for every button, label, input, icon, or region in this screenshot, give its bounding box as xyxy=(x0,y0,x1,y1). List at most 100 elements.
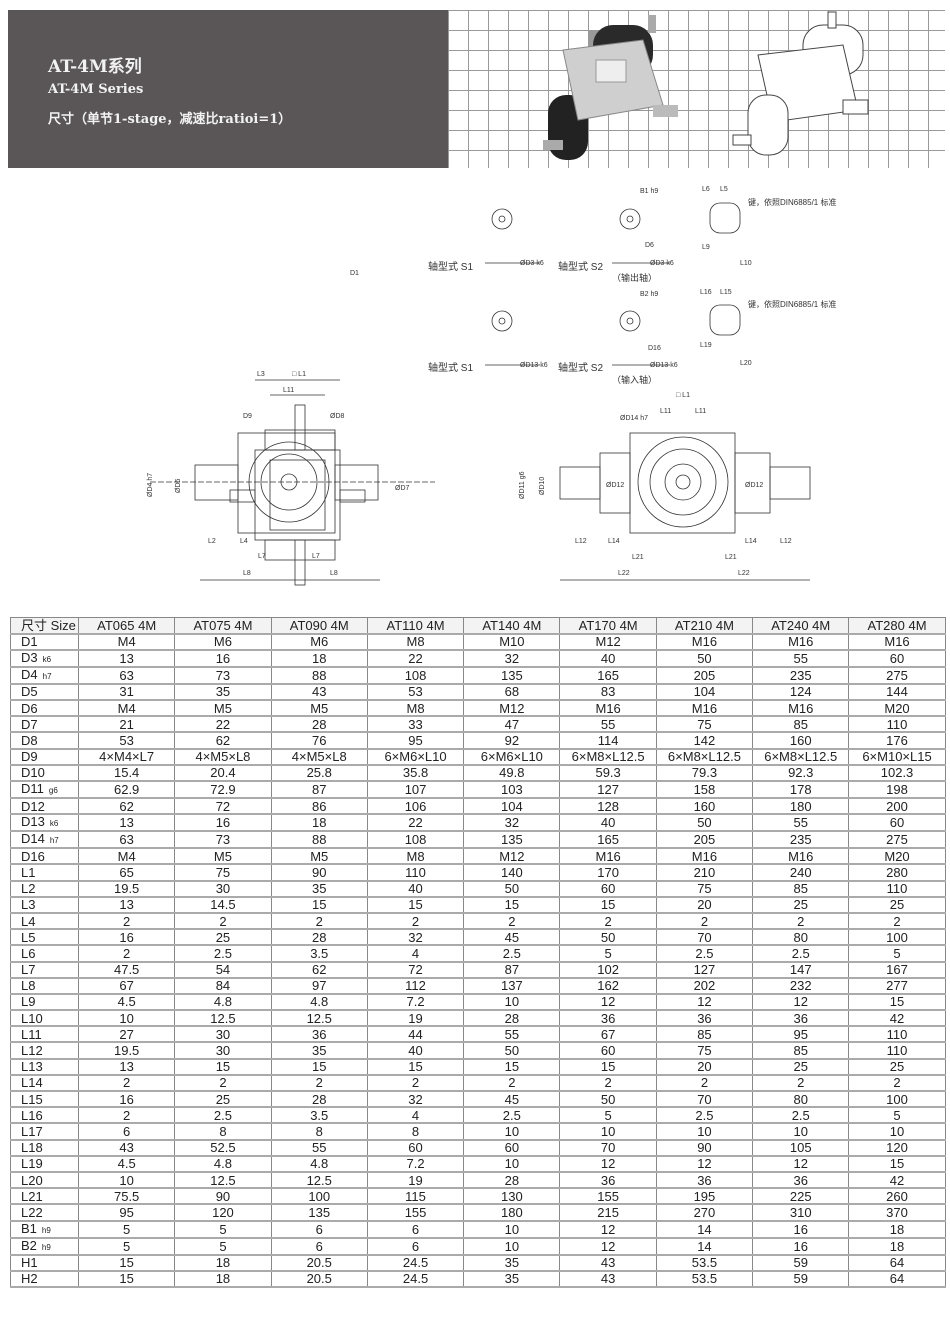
table-cell: 2.5 xyxy=(655,944,754,963)
table-cell: 95 xyxy=(366,731,465,750)
table-cell: 112 xyxy=(366,977,465,995)
table-cell: 72 xyxy=(366,960,465,979)
dimension-name: D14 xyxy=(21,831,45,847)
row-label: D14 h7 xyxy=(10,830,79,850)
table-cell: 127 xyxy=(559,780,657,799)
dimension-name: L19 xyxy=(21,1156,43,1172)
dimension-name: L1 xyxy=(21,864,36,880)
label-l9: L9 xyxy=(702,244,710,251)
table-cell: 14 xyxy=(655,1220,754,1239)
tolerance-class: h7 xyxy=(49,836,59,846)
table-cell: 6×M8×L12.5 xyxy=(655,748,754,766)
table-cell: 103 xyxy=(463,780,561,799)
column-header: AT090 4M xyxy=(270,616,368,635)
label-l21-left: L21 xyxy=(632,554,644,561)
table-cell: 275 xyxy=(848,830,946,850)
drawing-side-view-right xyxy=(559,432,811,581)
table-cell: 44 xyxy=(366,1025,465,1044)
table-cell: 15 xyxy=(77,1253,176,1272)
table-cell: 15 xyxy=(366,1058,465,1076)
table-cell: M16 xyxy=(559,847,657,866)
table-cell: 20 xyxy=(655,1058,754,1076)
table-cell: 160 xyxy=(655,797,754,816)
row-label: H2 xyxy=(10,1270,79,1288)
table-cell: 97 xyxy=(270,977,368,995)
label-l12-right: L12 xyxy=(780,538,792,545)
row-label: L9 xyxy=(10,993,79,1012)
table-cell: 12 xyxy=(559,993,657,1012)
table-cell: 102.3 xyxy=(848,764,946,783)
dimension-name: L4 xyxy=(21,913,36,929)
table-cell: 88 xyxy=(270,830,368,850)
table-cell: M16 xyxy=(752,633,850,651)
row-label: D7 xyxy=(10,715,79,734)
row-label: D9 xyxy=(10,748,79,766)
table-cell: 2 xyxy=(559,1074,657,1093)
table-cell: 310 xyxy=(752,1203,850,1222)
row-label: L3 xyxy=(10,896,79,914)
table-cell: 195 xyxy=(655,1187,754,1206)
table-cell: 100 xyxy=(270,1187,368,1206)
table-cell: 25 xyxy=(848,896,946,914)
table-cell: 55 xyxy=(559,715,657,734)
table-cell: 160 xyxy=(752,731,850,750)
table-cell: 277 xyxy=(848,977,946,995)
table-cell: 2.5 xyxy=(463,1106,561,1125)
table-cell: 235 xyxy=(752,830,850,850)
table-cell: M5 xyxy=(174,699,272,718)
table-cell: 162 xyxy=(559,977,657,995)
table-cell: 16 xyxy=(77,928,176,947)
table-cell: 14 xyxy=(655,1237,754,1256)
table-cell: 5 xyxy=(174,1220,272,1239)
table-cell: 33 xyxy=(366,715,465,734)
row-label: L5 xyxy=(10,928,79,947)
table-cell: 2 xyxy=(366,912,465,931)
table-cell: 2 xyxy=(848,912,946,931)
label-l2-left: L2 xyxy=(208,538,216,545)
table-cell: 85 xyxy=(752,1041,850,1060)
row-label: L19 xyxy=(10,1155,79,1173)
table-cell: 2 xyxy=(752,1074,850,1093)
label-d10-left: ØD10 xyxy=(539,477,546,495)
table-cell: 90 xyxy=(655,1139,754,1157)
row-label: D5 xyxy=(10,683,79,702)
input-shaft-label: （输入轴） xyxy=(612,374,657,385)
table-cell: 2 xyxy=(174,912,272,931)
label-d12-left: ØD12 xyxy=(606,482,624,489)
table-cell: 85 xyxy=(752,880,850,898)
table-cell: 4.5 xyxy=(77,993,176,1012)
table-cell: 170 xyxy=(559,863,657,882)
table-cell: 18 xyxy=(270,649,368,668)
table-cell: 60 xyxy=(848,813,946,833)
dimension-drawings: □ L1 L3 L11 D1 轴型式 S1 轴型式 S2 （输出轴） 轴型式 S… xyxy=(147,186,836,586)
table-cell: 270 xyxy=(655,1203,754,1222)
drawing-side-view-left xyxy=(150,432,435,581)
series-title-cn: AT-4M系列 xyxy=(48,57,142,77)
table-cell: 28 xyxy=(270,928,368,947)
table-cell: 65 xyxy=(77,863,176,882)
table-cell: 24.5 xyxy=(366,1270,465,1288)
dimension-name: L10 xyxy=(21,1010,43,1026)
key-note-output: 键，依照DIN6885/1 标准 xyxy=(748,197,836,207)
row-label: L2 xyxy=(10,880,79,898)
tolerance-class: h7 xyxy=(42,671,52,681)
table-cell: 7.2 xyxy=(366,1155,465,1173)
table-cell: 110 xyxy=(848,715,946,734)
table-cell: 205 xyxy=(655,666,754,685)
table-cell: 35 xyxy=(463,1270,561,1288)
table-cell: 59.3 xyxy=(559,764,657,783)
row-label: L14 xyxy=(10,1074,79,1093)
table-cell: 10 xyxy=(463,993,561,1012)
table-cell: 5 xyxy=(174,1237,272,1256)
table-cell: 60 xyxy=(848,649,946,668)
table-cell: 15 xyxy=(270,1058,368,1076)
